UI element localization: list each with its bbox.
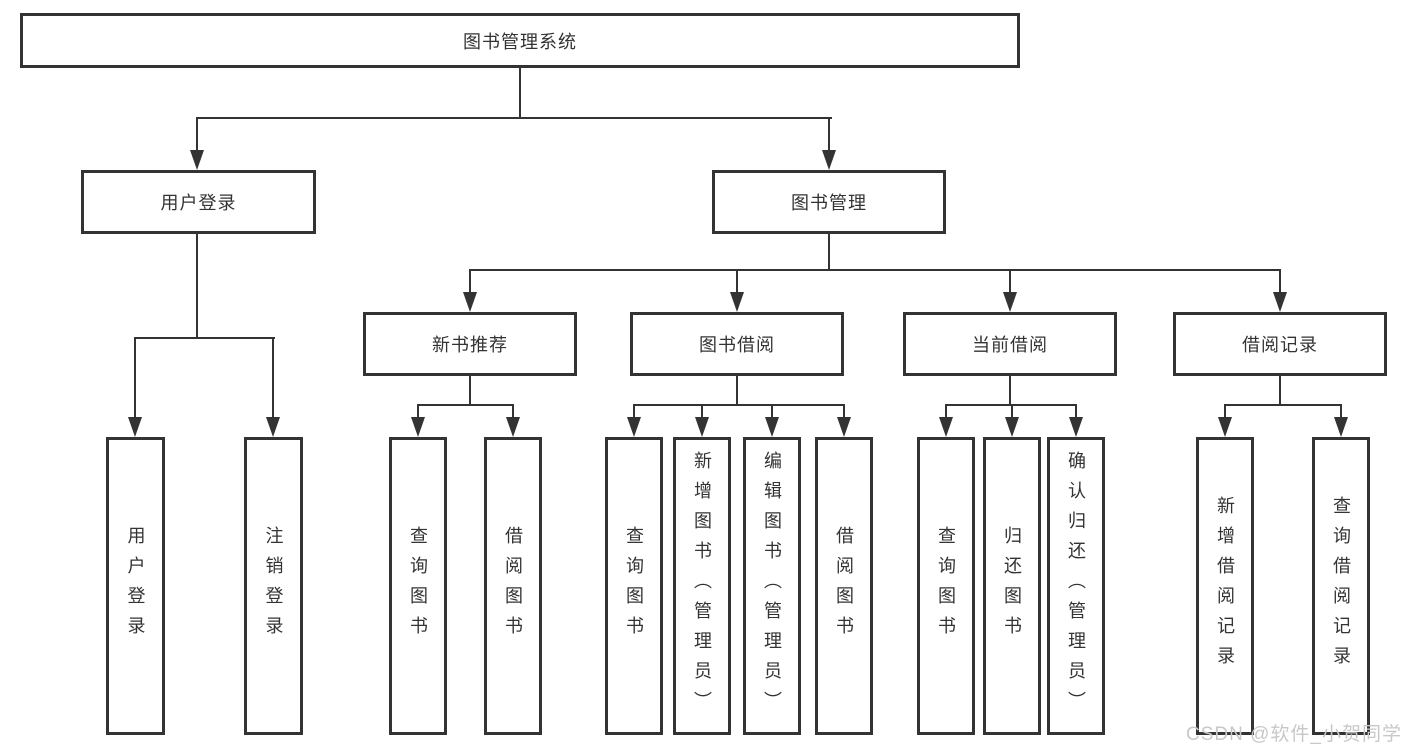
connector xyxy=(736,376,738,406)
current-borrowing-node: 当前借阅 xyxy=(903,312,1117,376)
arrow-down-icon xyxy=(1005,417,1019,437)
leaf-edit-books-admin: 编辑图书（管理员） xyxy=(743,437,801,735)
leaf-query-books-2: 查询图书 xyxy=(605,437,663,735)
arrow-down-icon xyxy=(837,417,851,437)
connector xyxy=(469,376,471,406)
arrow-down-icon xyxy=(765,417,779,437)
arrow-down-icon xyxy=(190,150,204,170)
leaf-borrow-books-2: 借阅图书 xyxy=(815,437,873,735)
leaf-query-books-3: 查询图书 xyxy=(917,437,975,735)
connector xyxy=(1279,269,1281,294)
arrow-down-icon xyxy=(128,417,142,437)
leaf-add-books-admin: 新增图书（管理员） xyxy=(673,437,731,735)
arrow-down-icon xyxy=(506,417,520,437)
connector xyxy=(196,117,832,119)
connector xyxy=(771,404,773,419)
connector xyxy=(196,234,198,338)
connector xyxy=(196,117,198,153)
book-borrowing-node: 图书借阅 xyxy=(630,312,844,376)
connector xyxy=(519,68,521,118)
connector xyxy=(1279,376,1281,406)
arrow-down-icon xyxy=(822,150,836,170)
arrow-down-icon xyxy=(1334,417,1348,437)
book-management-node: 图书管理 xyxy=(712,170,946,234)
connector xyxy=(945,404,947,419)
leaf-add-borrow-record: 新增借阅记录 xyxy=(1196,437,1254,735)
arrow-down-icon xyxy=(1069,417,1083,437)
arrow-down-icon xyxy=(1218,417,1232,437)
connector xyxy=(512,404,514,419)
connector xyxy=(1224,404,1342,406)
connector xyxy=(1009,376,1011,406)
leaf-borrow-books-1: 借阅图书 xyxy=(484,437,542,735)
arrow-down-icon xyxy=(411,417,425,437)
connector xyxy=(1340,404,1342,419)
connector xyxy=(736,269,738,294)
connector xyxy=(417,404,514,406)
csdn-watermark: CSDN @软件_小贺同学 xyxy=(1186,724,1402,745)
connector xyxy=(272,337,274,419)
connector xyxy=(1009,269,1011,294)
arrow-down-icon xyxy=(1003,292,1017,312)
root-node: 图书管理系统 xyxy=(20,13,1020,68)
connector xyxy=(701,404,703,419)
leaf-logout: 注销登录 xyxy=(244,437,303,735)
arrow-down-icon xyxy=(1273,292,1287,312)
connector xyxy=(633,404,635,419)
arrow-down-icon xyxy=(939,417,953,437)
connector xyxy=(469,269,1281,271)
leaf-confirm-return-admin: 确认归还（管理员） xyxy=(1047,437,1105,735)
connector xyxy=(828,117,830,153)
new-books-node: 新书推荐 xyxy=(363,312,577,376)
connector xyxy=(469,269,471,294)
connector xyxy=(417,404,419,419)
connector xyxy=(134,337,136,419)
user-login-node: 用户登录 xyxy=(81,170,316,234)
connector xyxy=(843,404,845,419)
connector xyxy=(633,404,845,406)
connector xyxy=(134,337,275,339)
arrow-down-icon xyxy=(463,292,477,312)
arrow-down-icon xyxy=(266,417,280,437)
arrow-down-icon xyxy=(695,417,709,437)
arrow-down-icon xyxy=(627,417,641,437)
leaf-return-books: 归还图书 xyxy=(983,437,1041,735)
leaf-user-login: 用户登录 xyxy=(106,437,165,735)
connector xyxy=(1075,404,1077,419)
arrow-down-icon xyxy=(730,292,744,312)
leaf-query-books-1: 查询图书 xyxy=(389,437,447,735)
connector xyxy=(1224,404,1226,419)
leaf-query-borrow-record: 查询借阅记录 xyxy=(1312,437,1370,735)
connector xyxy=(1011,404,1013,419)
borrow-records-node: 借阅记录 xyxy=(1173,312,1387,376)
connector xyxy=(828,234,830,271)
